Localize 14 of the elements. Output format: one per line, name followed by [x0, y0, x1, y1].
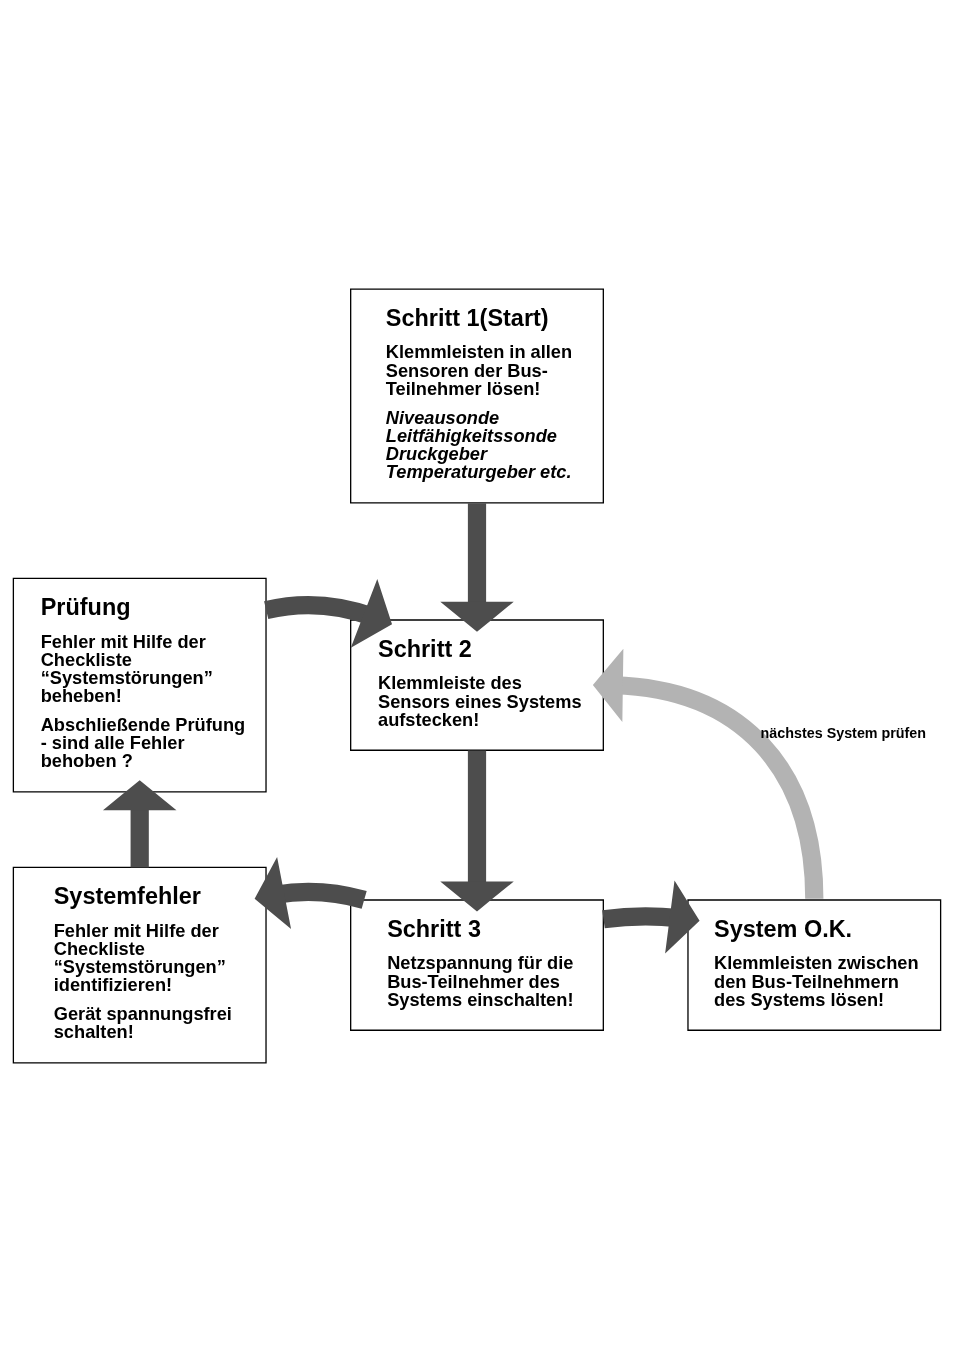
- arrow: [264, 578, 393, 648]
- node-box: Prüfung Fehler mit Hilfe der Checkliste “Systemstörungen” beheben! Abschließende Prüfung - sind alle Fehler behoben ?: [12, 577, 267, 793]
- arrow: [440, 749, 514, 911]
- node-box: Schritt 2 Klemmleiste des Sensors eines Systems aufstecken!: [350, 618, 604, 751]
- node-box: Systemfehler Fehler mit Hilfe der Checkliste “Systemstörungen” identifizieren! Gerät spannungsfrei schalten!: [12, 866, 267, 1063]
- arrow: [254, 856, 367, 929]
- arrow: [440, 502, 514, 632]
- arrow: [592, 648, 824, 899]
- arrow: [602, 880, 700, 953]
- arrow: [102, 779, 177, 867]
- node-box: Schritt 1(Start) Klemmleisten in allen Sensoren der Bus-Teilnehmer lösen! Niveausonde Leitfähigkeitssonde Druckgeber Temperaturgeber etc.: [350, 288, 604, 503]
- node-box: Schritt 3 Netzspannung für die Bus-Teilnehmer des Systems einschalten!: [350, 898, 604, 1031]
- node-box: System O.K. Klemmleisten zwischen den Bus-Teilnehmern des Systems lösen!: [687, 898, 942, 1031]
- edge-label: nächstes System prüfen: [760, 724, 927, 741]
